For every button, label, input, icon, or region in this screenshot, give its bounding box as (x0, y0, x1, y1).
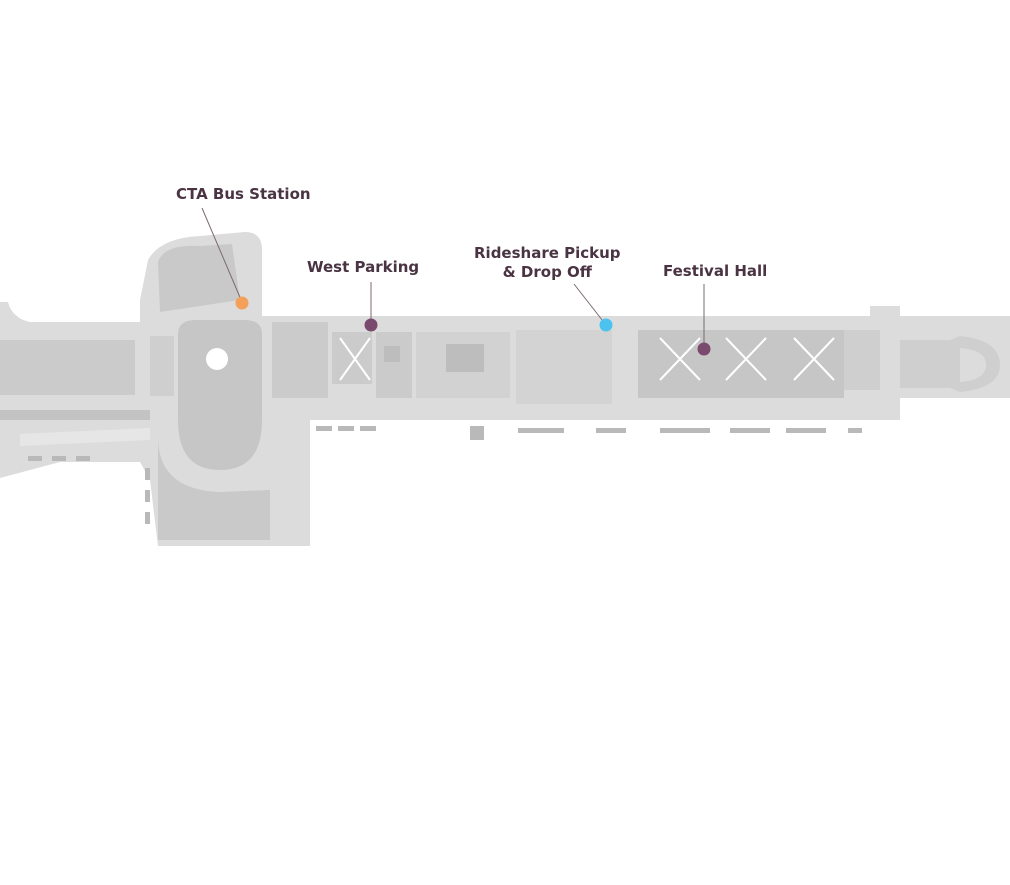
rideshare-label: Rideshare Pickup & Drop Off (474, 244, 621, 282)
cta-bus-station-marker[interactable] (235, 296, 249, 310)
west-parking-label: West Parking (307, 258, 419, 277)
label-line: West Parking (307, 258, 420, 276)
label-line: Rideshare Pickup (474, 244, 621, 262)
west-parking-marker[interactable] (364, 318, 378, 332)
label-line: CTA Bus Station (176, 185, 311, 203)
map-structures (0, 244, 1000, 540)
leader-lines (201, 207, 705, 348)
festival-hall-marker[interactable] (697, 342, 711, 356)
map-markers (235, 296, 711, 356)
label-line: & Drop Off (502, 263, 592, 281)
festival-hall-roofs (339, 337, 835, 381)
rideshare-marker[interactable] (599, 318, 613, 332)
map-details (28, 336, 862, 524)
label-line: Festival Hall (663, 262, 768, 280)
cta-bus-station-label: CTA Bus Station (176, 185, 311, 204)
festival-hall-label: Festival Hall (663, 262, 767, 281)
